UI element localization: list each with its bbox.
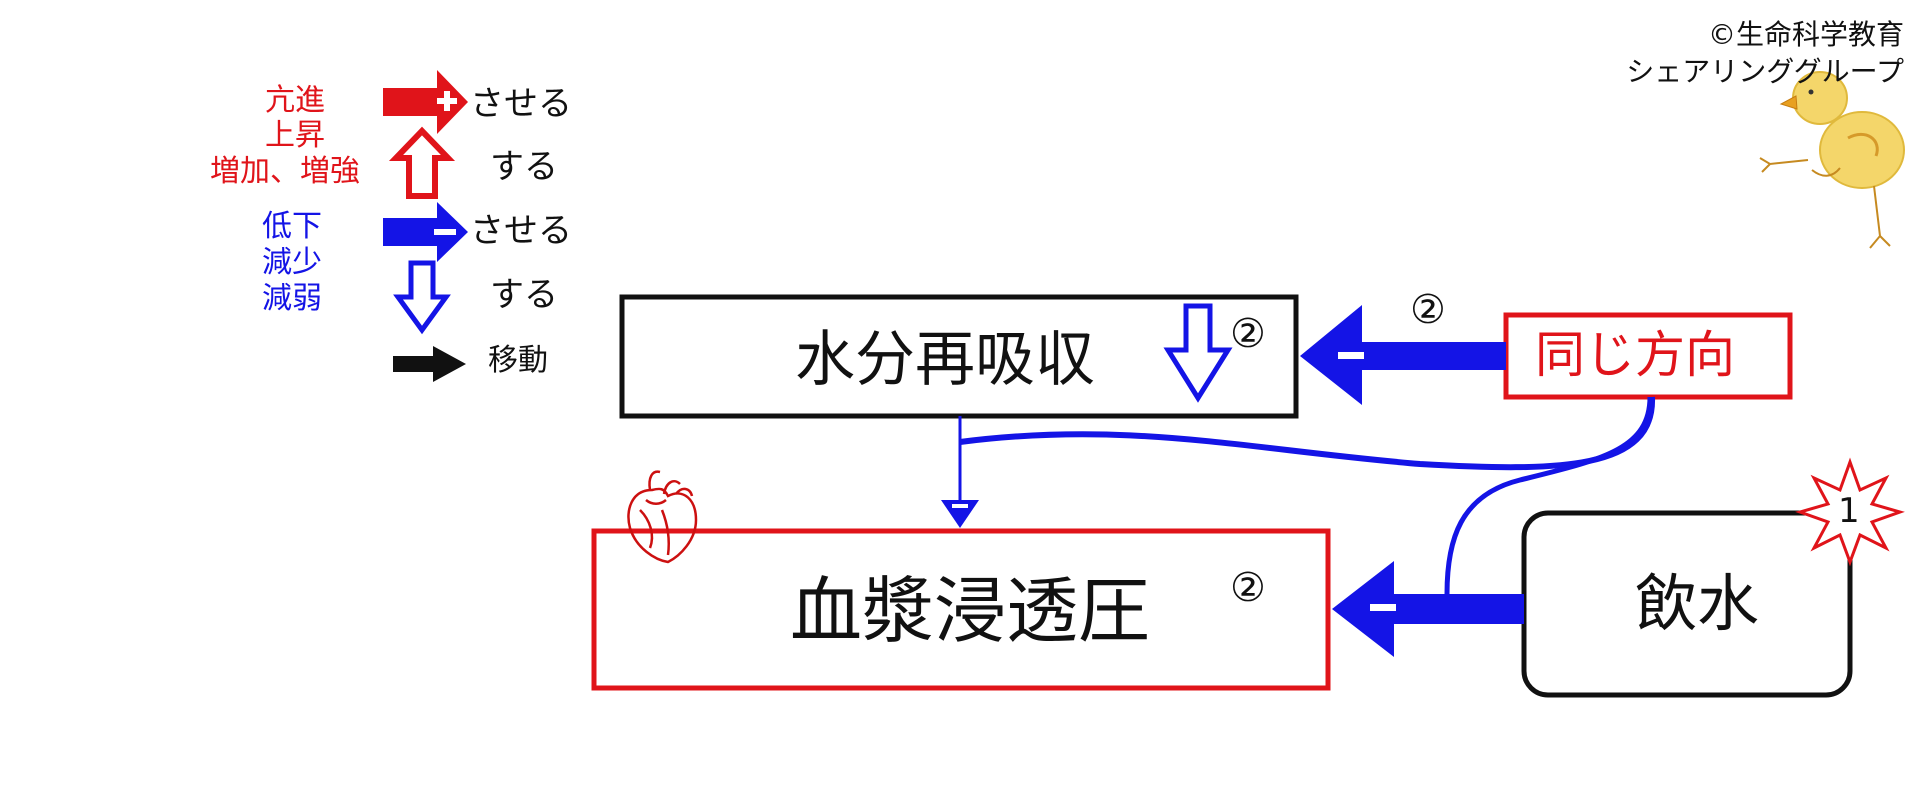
same-direction-curve-down: [1444, 396, 1653, 595]
osmotic-box: [591, 528, 1331, 691]
reabsorption-label: 水分再吸収: [795, 325, 1095, 395]
drinking-to-osmotic-arrow: [1332, 561, 1524, 657]
same-to-reabsorption-step-marker: ②: [1410, 287, 1446, 333]
drinking-step-marker: 1: [1838, 491, 1860, 531]
legend-move-arrow: [393, 346, 466, 382]
reabsorption-step-marker: ②: [1230, 311, 1266, 357]
drinking-label: 飲水: [1635, 567, 1760, 640]
legend-decrease-word-2: 減少: [262, 245, 322, 280]
burst-star-icon: [1795, 457, 1905, 567]
same-direction-label: 同じ方向: [1535, 326, 1735, 384]
copyright-line-1: ©生命科学教育: [1707, 18, 1904, 51]
legend-become-increase-label: する: [490, 147, 558, 187]
osmotic-label: 血漿浸透圧: [790, 569, 1151, 653]
reabsorption-decrease-arrow: [1163, 303, 1233, 403]
legend-cause-decrease-label: させる: [470, 211, 572, 251]
copyright-line-2: シェアリンググループ: [1626, 55, 1904, 88]
legend-increase-word-2: 上昇: [265, 118, 325, 153]
legend-increase-become-arrow: [388, 126, 456, 199]
legend-increase-cause-arrow: [383, 70, 468, 134]
same-to-reabsorption-arrow: [1300, 305, 1506, 405]
legend-move-label: 移動: [488, 343, 548, 378]
chick-illustration: [1759, 71, 1905, 249]
legend-decrease-word-3: 減弱: [262, 281, 322, 316]
legend-decrease-cause-arrow: [383, 202, 468, 262]
legend-increase-word-3: 増加、増強: [210, 154, 360, 189]
osmotic-step-marker: ②: [1230, 565, 1266, 611]
legend-cause-increase-label: させる: [470, 84, 572, 124]
reabsorption-to-osmotic-arrow: [941, 416, 979, 528]
legend-become-decrease-label: する: [490, 275, 558, 315]
heart-icon: [627, 470, 698, 564]
legend-decrease-become-arrow: [393, 260, 451, 335]
legend-decrease-word-1: 低下: [262, 209, 322, 244]
legend-increase-word-1: 亢進: [265, 83, 325, 118]
